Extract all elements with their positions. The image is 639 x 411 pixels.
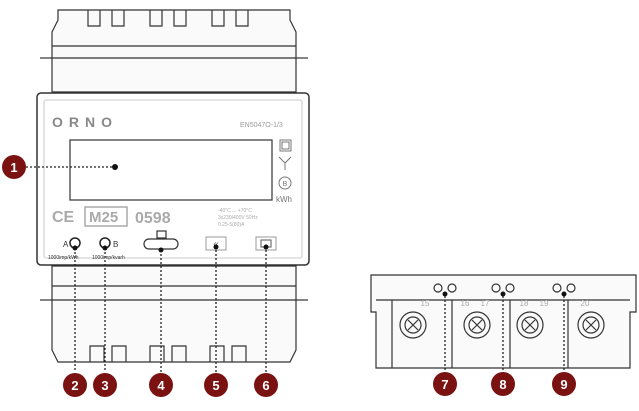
callout-label: 2 <box>71 378 78 393</box>
unit-label: kWh <box>276 195 292 204</box>
callout-4: 4 <box>149 373 173 397</box>
callout-label: 3 <box>101 378 108 393</box>
led-a-rate: 1000imp/kWh <box>48 255 79 261</box>
antenna-icon <box>278 156 292 170</box>
bottom-clips <box>89 345 247 362</box>
callout-7: 7 <box>433 372 457 396</box>
b-mark-icon <box>278 176 292 190</box>
metrology-mark: M25 <box>89 209 118 226</box>
terminal-number: 19 <box>540 299 549 308</box>
chevron-left-icon: « <box>213 239 219 250</box>
callout-label: 4 <box>157 378 165 393</box>
top-screws-8 <box>491 283 515 293</box>
meter-top-housing <box>51 9 297 93</box>
top-screws-7 <box>433 283 457 293</box>
meter-front-view <box>36 9 310 363</box>
callout-label: 7 <box>441 377 448 392</box>
top-screws-9 <box>552 283 576 293</box>
callout-2: 2 <box>63 373 87 397</box>
callout-6: 6 <box>254 373 278 397</box>
terminal-screw-3 <box>516 311 544 339</box>
model-code: EN5047O-1/3 <box>240 122 283 129</box>
status-icons <box>278 139 292 190</box>
callout-label: 1 <box>10 160 17 175</box>
terminal-numbers: 15 16 17 18 19 20 <box>421 299 590 308</box>
callout-label: 8 <box>499 377 506 392</box>
callout-8: 8 <box>491 372 515 396</box>
terminal-screw-2 <box>463 311 491 339</box>
spec-line-1: -40°C ... +70°C <box>218 208 252 214</box>
ce-mark: CE <box>52 209 75 226</box>
spec-line-2: 3x230/400V 50Hz <box>218 215 258 221</box>
terminal-number: 16 <box>461 299 470 308</box>
led-a-label: A <box>63 240 69 249</box>
terminal-number: 17 <box>481 299 490 308</box>
notified-body: 0598 <box>135 210 171 227</box>
leader-lines <box>26 166 565 372</box>
callout-3: 3 <box>93 373 117 397</box>
callout-5: 5 <box>204 373 228 397</box>
led-b-label: B <box>113 240 118 249</box>
callout-9: 9 <box>552 372 576 396</box>
lcd-display <box>69 139 273 201</box>
display-icon <box>279 139 292 152</box>
top-clips <box>87 10 249 27</box>
callout-1: 1 <box>2 155 26 179</box>
meter-bottom-housing <box>51 265 297 363</box>
meter-front-panel <box>36 92 310 266</box>
callout-label: 5 <box>212 378 219 393</box>
brand-logo: ORNO <box>52 114 118 130</box>
metrology-box <box>84 206 128 227</box>
terminal-number: 20 <box>581 299 590 308</box>
terminal-screw-1 <box>399 311 427 339</box>
b-mark-text: B <box>283 181 288 188</box>
terminal-screw-4 <box>577 311 605 339</box>
led-b-rate: 1000imp/kvarh <box>92 255 125 261</box>
leader-dots <box>72 164 567 297</box>
terminal-number: 18 <box>520 299 529 308</box>
callout-label: 9 <box>560 377 567 392</box>
callout-label: 6 <box>262 378 269 393</box>
spec-line-3: 0.25-5(80)A <box>218 222 245 228</box>
terminal-number: 15 <box>421 299 430 308</box>
